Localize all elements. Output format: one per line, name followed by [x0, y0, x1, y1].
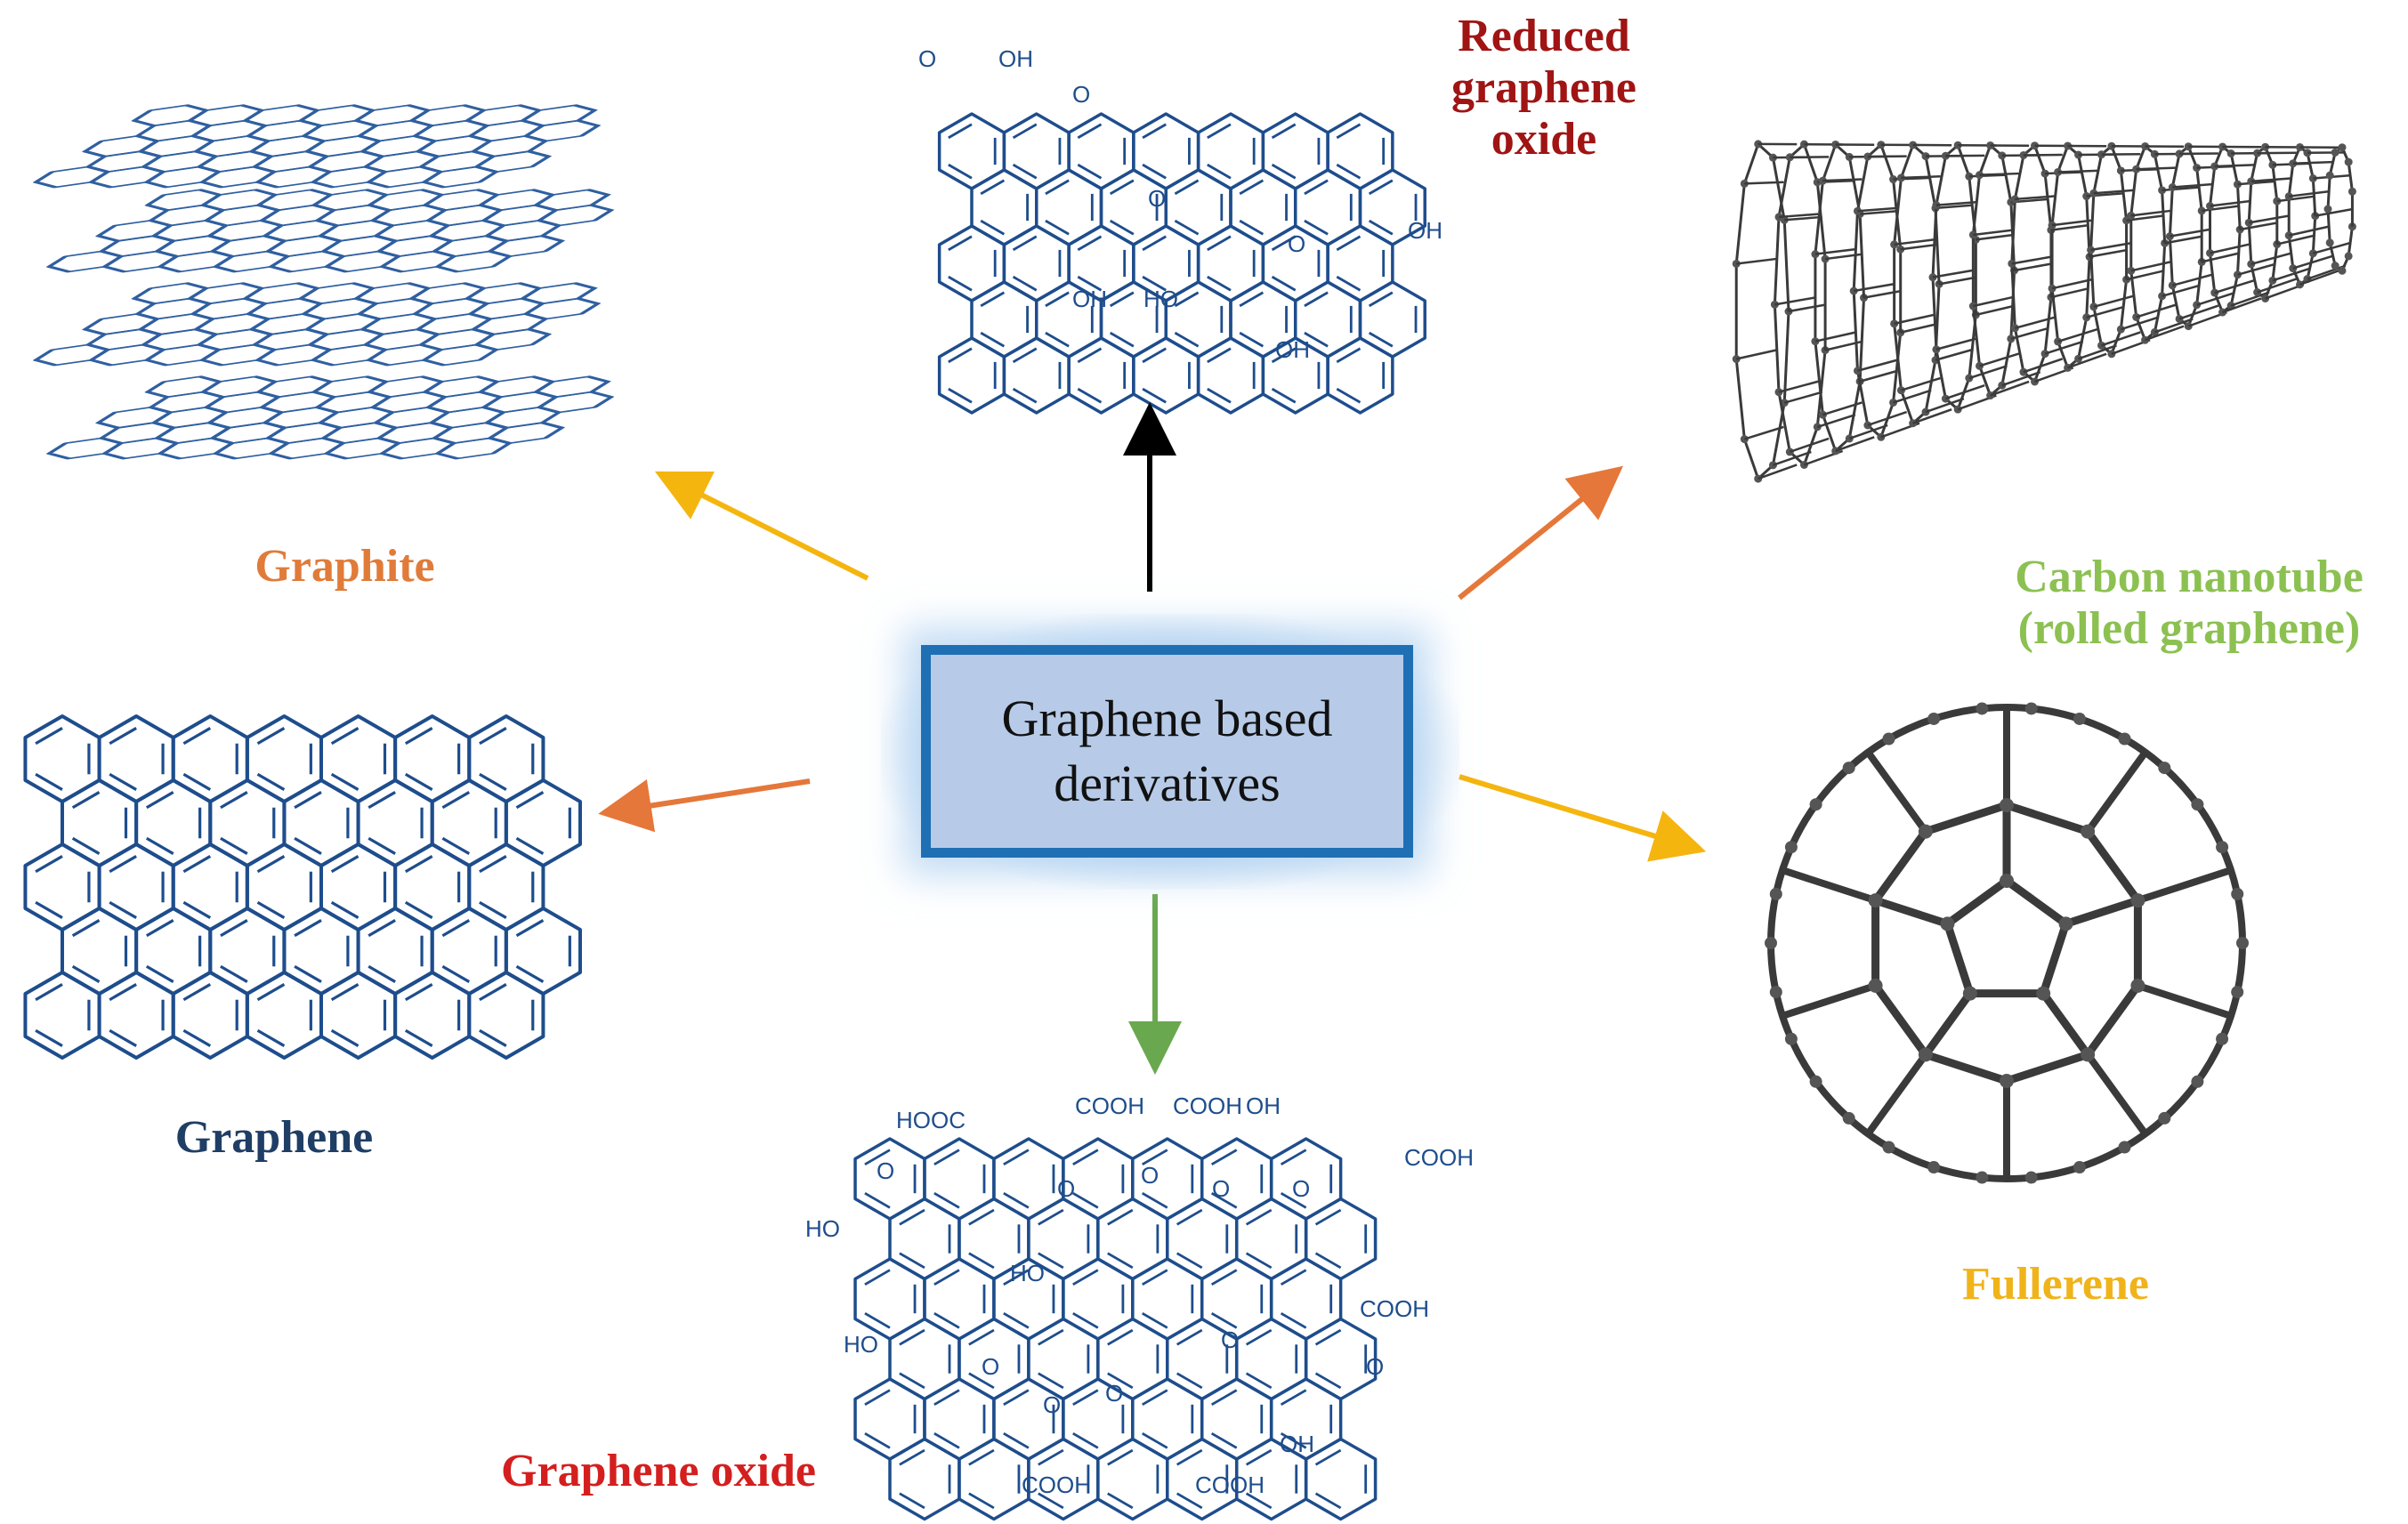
go-o-epoxide-7: O — [1105, 1380, 1123, 1407]
carbon-nanotube-structure — [1732, 140, 2356, 483]
go-cooh-bottom-1: COOH — [1022, 1472, 1091, 1498]
rgo-epoxide-o-1: O — [1072, 81, 1090, 108]
graphene-oxide-structure — [853, 1137, 1378, 1521]
go-cooh-right-middle: COOH — [1360, 1295, 1429, 1322]
reduced-graphene-oxide-structure — [937, 112, 1426, 415]
arrow-to-fullerene — [1459, 774, 1707, 862]
go-ho-left-bottom: HO — [844, 1331, 878, 1358]
rgo-label-line-2: graphene — [1451, 62, 1636, 114]
rgo-hydroxyl-right: OH — [1408, 217, 1442, 244]
go-ho-left-acid: HO — [805, 1215, 840, 1242]
go-o-epoxide-6: O — [982, 1353, 999, 1380]
graphene-oxide-label: Graphene oxide — [501, 1446, 816, 1496]
rgo-hydroxyl-3: OH — [1275, 336, 1310, 363]
go-oh-bottom-right: OH — [1280, 1431, 1314, 1457]
arrow-to-graphite — [654, 471, 869, 581]
graphite-label: Graphite — [255, 541, 435, 592]
rgo-hydroxyl-2: HO — [1143, 286, 1178, 312]
center-box: Graphene based derivatives — [921, 645, 1413, 858]
go-cooh-right-top: COOH — [1404, 1144, 1474, 1171]
rgo-label-line-3: oxide — [1491, 114, 1597, 165]
go-cooh-top-1: COOH — [1075, 1093, 1144, 1119]
rgo-label-line-1: Reduced — [1458, 11, 1630, 61]
go-o-epoxide-8: O — [1043, 1391, 1061, 1418]
go-o-epoxide-2: O — [1141, 1162, 1159, 1189]
go-o-epoxide-4: O — [1292, 1175, 1310, 1202]
carbon-nanotube-label-line-2: (rolled graphene) — [2017, 603, 2361, 655]
arrow-to-graphene — [598, 778, 811, 833]
rgo-label: Reduced graphene oxide — [1424, 11, 1664, 166]
carbon-nanotube-label: Carbon nanotube (rolled graphene) — [1980, 552, 2398, 655]
go-hooc-top-left: HOOC — [896, 1107, 966, 1133]
carbon-nanotube-label-line-1: Carbon nanotube — [2015, 552, 2364, 602]
go-cooh-top-2: COOH — [1173, 1093, 1242, 1119]
fullerene-structure — [1765, 702, 2249, 1184]
go-o-epoxide-5: O — [1221, 1326, 1239, 1353]
graphite-structure — [32, 104, 615, 460]
rgo-epoxide-o-3: O — [1288, 230, 1305, 257]
go-o-epoxide-3: O — [1212, 1175, 1230, 1202]
center-title-line-2: derivatives — [1054, 754, 1281, 812]
rgo-hydroxyl-1: OH — [1072, 286, 1107, 312]
go-o-epoxide-1: O — [1057, 1175, 1075, 1202]
go-o-ketone: O — [1366, 1353, 1384, 1380]
go-o-left-acid: O — [877, 1157, 894, 1184]
rgo-acid-o: O — [918, 45, 936, 72]
arrow-to-carbon-nanotube — [1458, 465, 1624, 601]
center-title-line-1: Graphene based — [1001, 689, 1333, 747]
go-ho-middle: HO — [1010, 1260, 1045, 1286]
graphene-label: Graphene — [174, 1112, 374, 1163]
rgo-epoxide-o-2: O — [1148, 185, 1166, 212]
go-cooh-bottom-2: COOH — [1195, 1472, 1265, 1498]
graphene-structure — [23, 714, 582, 1060]
fullerene-label: Fullerene — [1962, 1259, 2149, 1310]
go-oh-top: OH — [1246, 1093, 1281, 1119]
rgo-acid-oh: OH — [998, 45, 1033, 72]
